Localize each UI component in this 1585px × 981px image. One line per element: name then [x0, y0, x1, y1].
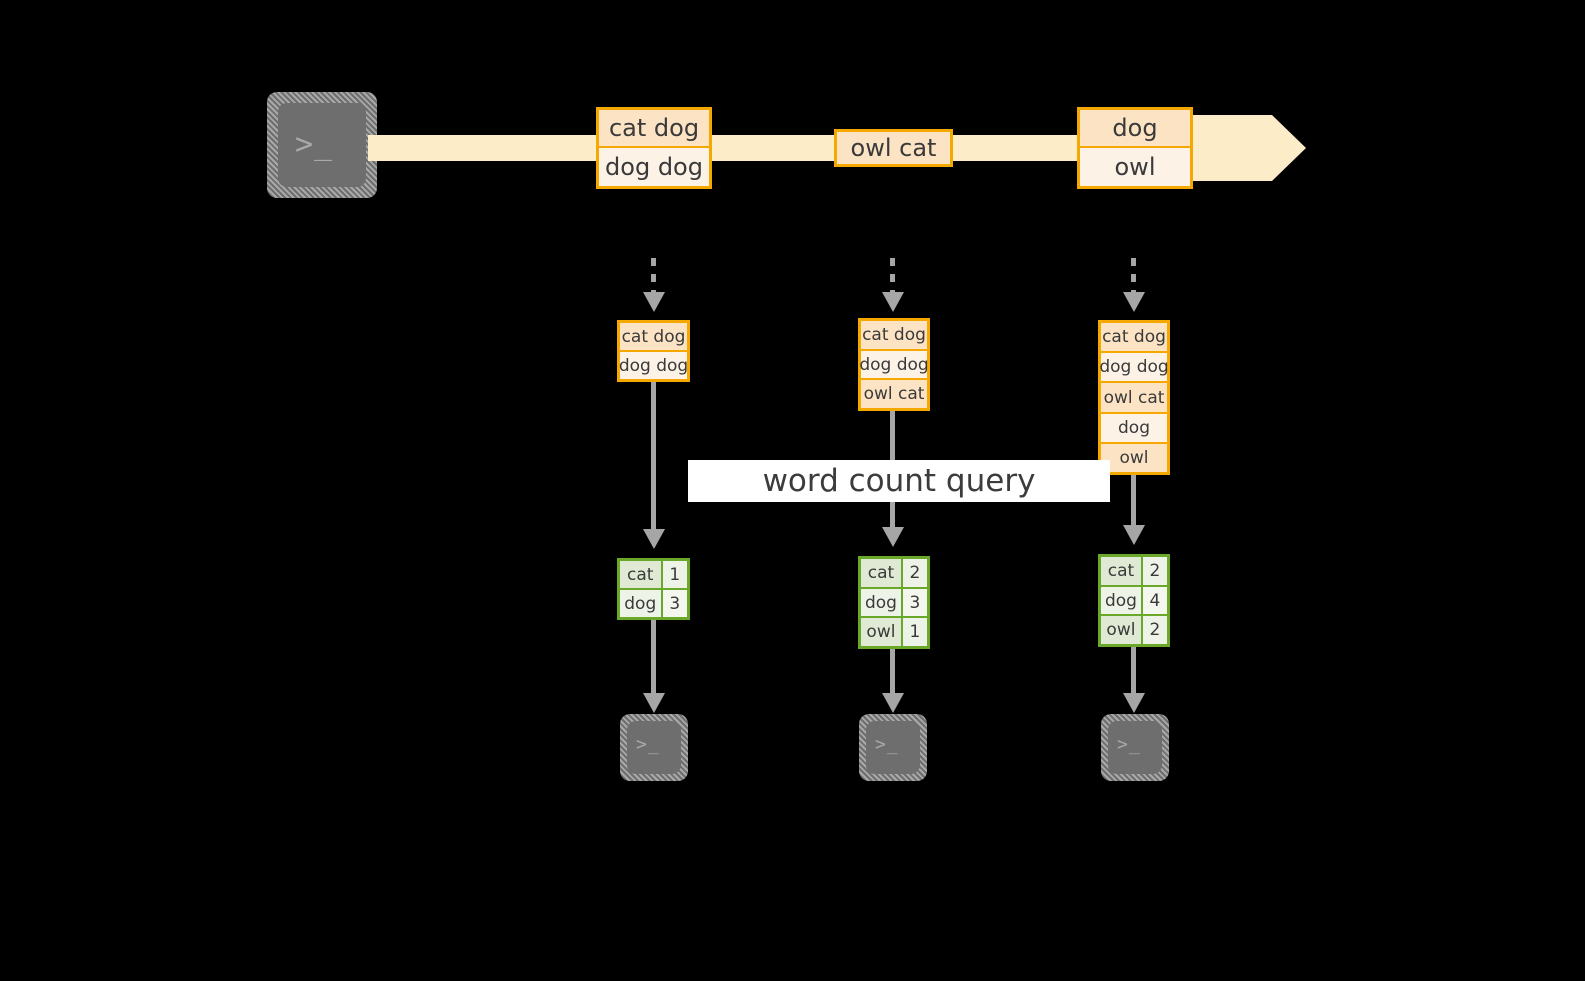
- result-table-2: cat 2 dog 3 owl 1: [858, 556, 930, 649]
- result-count: 2: [1142, 557, 1167, 585]
- result-word: cat: [1101, 557, 1143, 585]
- snapshot-input-1: cat dog dog dog: [617, 320, 690, 382]
- input-line: dog dog: [619, 352, 688, 379]
- terminal-screen: [866, 721, 920, 774]
- input-line: cat dog: [1101, 323, 1167, 354]
- result-flow-line-1: [651, 620, 656, 693]
- snapshot-input-2: cat dog dog dog owl cat: [858, 318, 930, 411]
- stream-record-2: owl cat: [834, 129, 953, 167]
- input-line: dog dog: [1099, 353, 1169, 384]
- record-line: owl cat: [837, 132, 950, 164]
- result-flow-arrowhead-3: [1123, 693, 1145, 713]
- result-word: owl: [1101, 616, 1143, 645]
- producer-terminal-icon: >_: [267, 92, 377, 198]
- result-word: owl: [861, 618, 903, 647]
- snapshot-tap-line-1: [651, 258, 656, 292]
- stream-record-3: dog owl: [1077, 107, 1193, 189]
- input-line: dog: [1101, 413, 1167, 444]
- result-word: dog: [1101, 586, 1143, 615]
- snapshot-input-3: cat dog dog dog owl cat dog owl: [1098, 320, 1170, 475]
- result-count: 3: [902, 588, 927, 617]
- input-line: cat dog: [861, 321, 927, 351]
- consumer-terminal-icon-1: >_: [620, 714, 688, 781]
- result-count: 3: [662, 590, 687, 617]
- result-count: 1: [662, 561, 687, 588]
- consumer-terminal-icon-3: >_: [1101, 714, 1169, 781]
- query-label: word count query: [688, 460, 1110, 502]
- table-row: owl 1: [861, 618, 927, 647]
- result-word: cat: [861, 559, 903, 587]
- terminal-prompt-glyph: >_: [875, 734, 899, 755]
- record-line: dog dog: [599, 148, 709, 186]
- input-line: owl: [1101, 443, 1167, 473]
- stream-record-1: cat dog dog dog: [596, 107, 712, 189]
- result-word: cat: [620, 561, 663, 588]
- event-stream-arrowhead: [1272, 115, 1306, 181]
- table-row: dog 3: [861, 588, 927, 619]
- result-table-3: cat 2 dog 4 owl 2: [1098, 554, 1170, 647]
- result-flow-line-2: [890, 649, 895, 693]
- table-row: dog 4: [1101, 586, 1167, 617]
- input-line: owl cat: [1101, 383, 1167, 414]
- table-row: owl 2: [1101, 616, 1167, 645]
- result-count: 4: [1142, 586, 1167, 615]
- snapshot-tap-arrowhead-3: [1123, 292, 1145, 312]
- snapshot-tap-line-3: [1131, 258, 1136, 292]
- terminal-prompt-glyph: >_: [636, 734, 660, 755]
- snapshot-tap-arrowhead-1: [643, 292, 665, 312]
- table-row: dog 3: [620, 590, 687, 617]
- result-table-1: cat 1 dog 3: [617, 558, 690, 620]
- query-flow-arrowhead-1: [643, 529, 665, 549]
- result-flow-arrowhead-2: [882, 693, 904, 713]
- record-line: owl: [1080, 148, 1190, 186]
- result-flow-arrowhead-1: [643, 693, 665, 713]
- input-line: cat dog: [620, 323, 687, 352]
- table-row: cat 1: [620, 561, 687, 590]
- terminal-screen: [627, 721, 681, 774]
- result-word: dog: [861, 588, 903, 617]
- result-word: dog: [620, 590, 663, 617]
- result-count: 1: [902, 618, 927, 647]
- snapshot-tap-arrowhead-2: [882, 292, 904, 312]
- terminal-prompt-glyph: >_: [1117, 734, 1141, 755]
- event-stream-band-thick: [1190, 115, 1272, 181]
- result-flow-line-3: [1131, 647, 1136, 693]
- terminal-screen: [1108, 721, 1162, 774]
- result-count: 2: [902, 559, 927, 587]
- input-line: owl cat: [861, 380, 927, 409]
- snapshot-tap-line-2: [890, 258, 895, 292]
- query-flow-line-3: [1131, 475, 1136, 525]
- table-row: cat 2: [1101, 557, 1167, 587]
- terminal-screen: [278, 103, 366, 187]
- input-line: dog dog: [859, 350, 929, 381]
- table-row: cat 2: [861, 559, 927, 589]
- record-line: cat dog: [599, 110, 709, 149]
- terminal-prompt-glyph: >_: [295, 127, 334, 162]
- record-line: dog: [1080, 110, 1190, 149]
- query-flow-line-1: [651, 382, 656, 529]
- query-flow-arrowhead-3: [1123, 525, 1145, 545]
- result-count: 2: [1142, 616, 1167, 645]
- consumer-terminal-icon-2: >_: [859, 714, 927, 781]
- query-flow-arrowhead-2: [882, 527, 904, 547]
